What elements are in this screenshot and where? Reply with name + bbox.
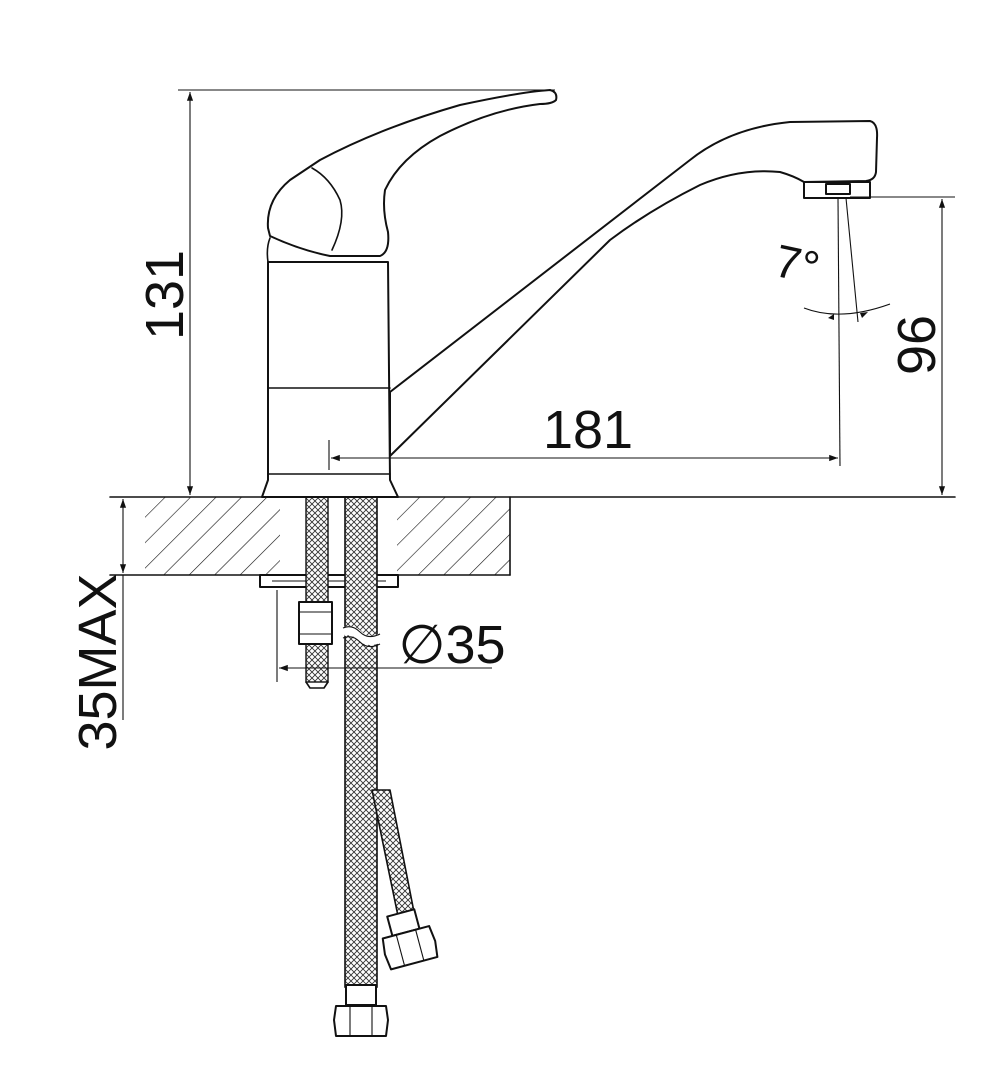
- hose-secondary: [371, 789, 439, 971]
- dimension-hole-diameter: ∅35: [276, 590, 506, 682]
- faucet-spout: [389, 120, 879, 457]
- dim-label-spout-reach: 181: [543, 400, 633, 460]
- outlet-axis: 7°: [770, 197, 891, 467]
- dim-label-spout-angle: 7°: [770, 234, 824, 294]
- dimension-total-height: 131: [135, 89, 555, 495]
- faucet-body: [261, 237, 399, 498]
- countertop-section: [109, 496, 956, 576]
- dim-label-outlet-height: 96: [887, 315, 947, 375]
- hose-main: [333, 496, 389, 1037]
- faucet-lever: [266, 89, 558, 257]
- dimension-outlet-height: 96: [850, 196, 955, 495]
- dim-label-counter-thickness: 35MAX: [68, 573, 128, 750]
- threaded-rod: [298, 496, 333, 689]
- dimension-counter-thickness: 35MAX: [68, 499, 128, 751]
- dim-label-total-height: 131: [135, 250, 195, 340]
- dim-label-hole-diameter: ∅35: [398, 615, 505, 675]
- dimension-spout-reach: 181: [328, 400, 838, 470]
